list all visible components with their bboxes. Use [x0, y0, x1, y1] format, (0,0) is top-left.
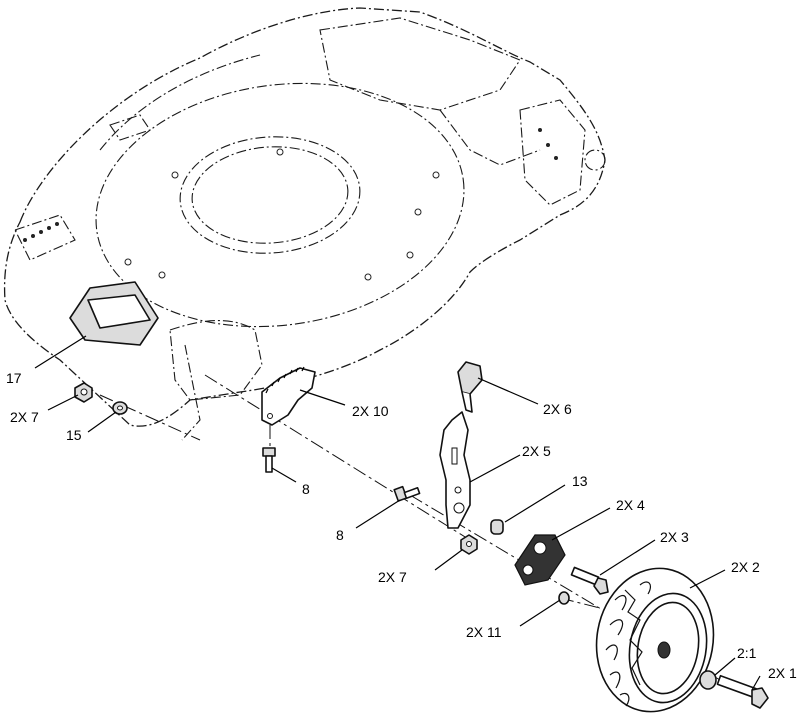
part-10-adjuster-plate	[261, 366, 316, 426]
part-17-chute-flap	[69, 281, 159, 346]
part-3-bolt	[570, 566, 609, 595]
callout-2x1: 2X 1	[768, 665, 797, 681]
part-8-bolt-lower	[393, 485, 421, 502]
part-11-washer	[558, 591, 570, 605]
part-13-spacer	[490, 519, 504, 535]
callout-17: 17	[6, 370, 22, 386]
callout-13: 13	[572, 473, 588, 489]
part-7-nut-left	[74, 382, 93, 403]
callout-2x11: 2X 11	[466, 624, 502, 640]
callout-2x4: 2X 4	[616, 497, 645, 513]
callout-8-lower: 8	[336, 527, 344, 543]
part-2-wheel	[595, 567, 715, 713]
leader-lines	[34, 335, 761, 691]
callout-8-upper: 8	[302, 481, 310, 497]
callout-2x6: 2X 6	[543, 401, 572, 417]
part-4-pivot-bracket	[514, 534, 566, 586]
callout-2-1: 2:1	[737, 645, 757, 661]
part-1-bolt	[716, 674, 769, 709]
callout-labels: 17 2X 7 15 2X 10 8 2X 6 2X 5 13 8 2X 4 2…	[6, 370, 797, 681]
callout-2x7-left: 2X 7	[10, 409, 39, 425]
part-15-washer	[112, 401, 128, 415]
part-6-knob	[457, 361, 483, 413]
part-2-1-spacer	[699, 670, 717, 690]
callout-2x10: 2X 10	[352, 403, 389, 419]
callout-15: 15	[66, 427, 82, 443]
part-8-bolt-upper	[262, 447, 276, 473]
callout-2x5: 2X 5	[522, 443, 551, 459]
callout-2x3: 2X 3	[660, 529, 689, 545]
part-7-nut-right	[460, 534, 478, 555]
part-5-adjuster-lever	[439, 411, 471, 529]
callout-2x2: 2X 2	[731, 559, 760, 575]
callout-2x7-right: 2X 7	[378, 569, 407, 585]
